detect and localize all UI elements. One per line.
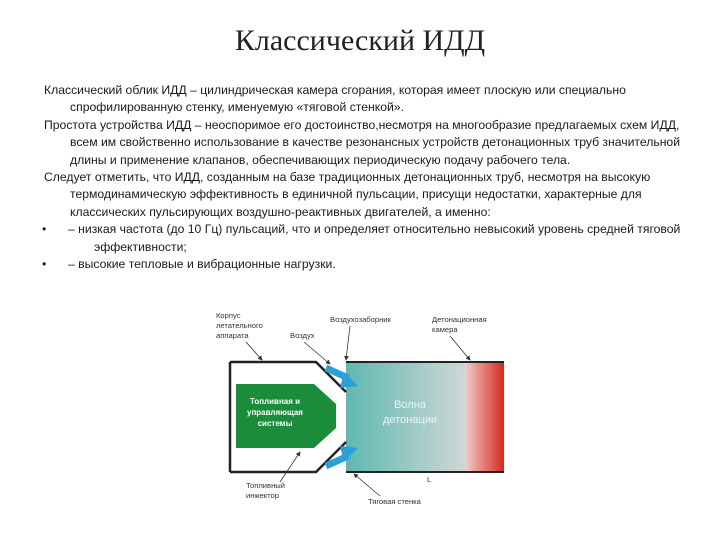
thrust-wall-label: Тяговая стенка: [368, 497, 422, 506]
burn-zone: [466, 362, 504, 472]
bullet-text-2: – высокие тепловые и вибрационные нагруз…: [68, 257, 336, 272]
bullet-glyph: •: [42, 257, 47, 272]
injector-label-line-1: Топливный: [246, 481, 285, 490]
air-label: Воздух: [290, 331, 315, 340]
chamber-label-line-2: камера: [432, 325, 458, 334]
paragraph-2: Простота устройства ИДД – неоспоримое ег…: [44, 117, 681, 167]
detonation-wave-zone: [346, 362, 466, 472]
fuel-system-line-1: Топливная и: [250, 397, 300, 406]
hull-outline: [230, 360, 347, 474]
paragraph-1: Классический облик ИДД – цилиндрическая …: [44, 83, 626, 115]
bullet-text-1: – низкая частота (до 10 Гц) пульсаций, ч…: [68, 222, 681, 254]
injector-label-line-2: инжектор: [246, 491, 279, 500]
air-arrow-bottom: [324, 452, 350, 470]
fuel-system-box: [236, 384, 314, 448]
slide-title: Классический ИДД: [234, 24, 486, 57]
length-label: L: [427, 475, 431, 484]
fuel-system-line-3: системы: [258, 419, 293, 428]
bullet-item-2: • – высокие тепловые и вибрационные нагр…: [42, 256, 684, 273]
fuel-system-line-2: управляющая: [247, 408, 303, 417]
paragraph-3: Следует отметить, что ИДД, созданным на …: [44, 170, 651, 219]
intake-label: Воздухозаборник: [330, 315, 392, 324]
chamber-label-line-1: Детонационная: [432, 315, 487, 324]
bullet-item-1: • – низкая частота (до 10 Гц) пульсаций,…: [42, 221, 684, 256]
hull-label-line-1: Корпус: [216, 311, 241, 320]
bullet-glyph: •: [42, 222, 47, 237]
wave-label-line-2: детонации: [383, 414, 437, 426]
wave-label-line-1: Волна: [394, 399, 427, 411]
hull-label-line-3: аппарата: [216, 331, 249, 340]
body-text: Классический облик ИДД – цилиндрическая …: [42, 82, 684, 273]
air-arrow-top: [324, 364, 350, 382]
hull-label-line-2: летательного: [216, 321, 263, 330]
